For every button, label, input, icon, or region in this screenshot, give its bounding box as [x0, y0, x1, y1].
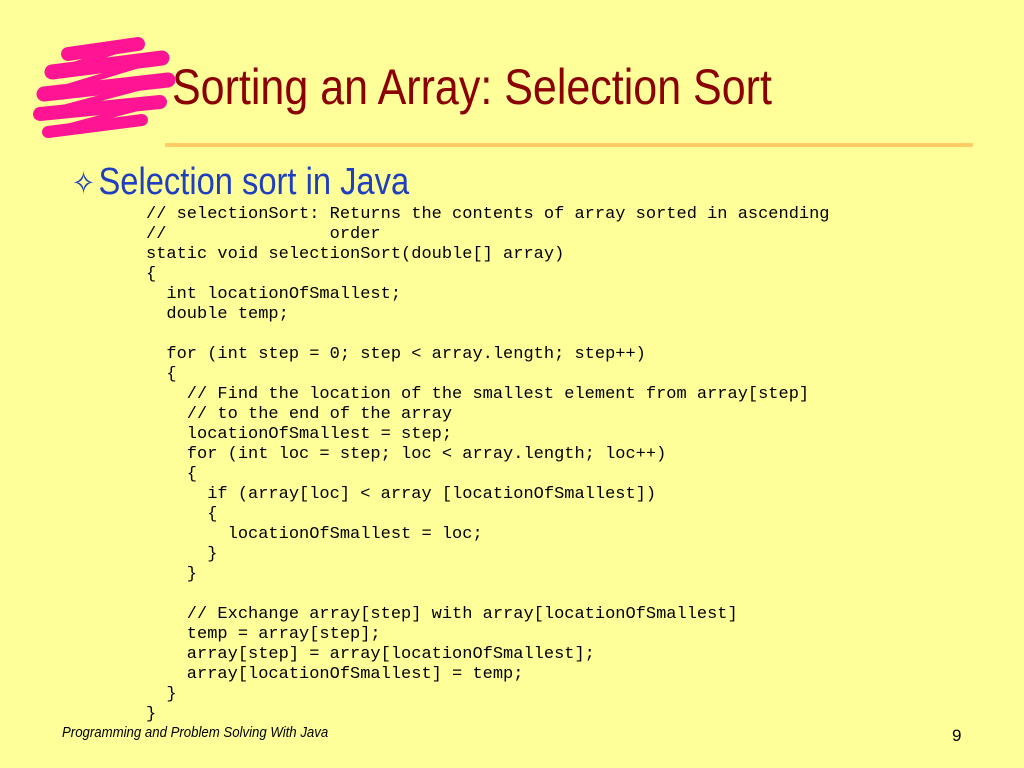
- code-line: }: [146, 705, 157, 724]
- code-line: for (int step = 0; step < array.length; …: [146, 345, 646, 364]
- code-line: // selectionSort: Returns the contents o…: [146, 205, 830, 224]
- code-line: locationOfSmallest = loc;: [146, 525, 483, 544]
- code-line: if (array[loc] < array [locationOfSmalle…: [146, 485, 657, 504]
- code-line: // to the end of the array: [146, 405, 453, 424]
- four-point-star-outline-icon: ✧: [72, 165, 96, 201]
- code-line: }: [146, 565, 198, 584]
- code-line: double temp;: [146, 305, 289, 324]
- code-line: [146, 325, 830, 345]
- code-line: static void selectionSort(double[] array…: [146, 245, 565, 264]
- code-line: // Find the location of the smallest ele…: [146, 385, 810, 404]
- code-line: {: [146, 265, 157, 284]
- page-number: 9: [952, 726, 962, 745]
- code-line: for (int loc = step; loc < array.length;…: [146, 445, 667, 464]
- code-line: {: [146, 365, 177, 384]
- code-block: // selectionSort: Returns the contents o…: [146, 205, 830, 725]
- code-line: // order: [146, 225, 381, 244]
- scribble-logo-icon: [33, 37, 175, 138]
- code-line: locationOfSmallest = step;: [146, 425, 453, 444]
- code-line: array[locationOfSmallest] = temp;: [146, 665, 524, 684]
- slide-title: Sorting an Array: Selection Sort: [172, 59, 772, 115]
- code-line: {: [146, 465, 198, 484]
- code-line: // Exchange array[step] with array[locat…: [146, 605, 738, 624]
- code-line: {: [146, 505, 218, 524]
- bullet-item: ✧Selection sort in Java: [72, 163, 409, 201]
- code-line: [146, 585, 830, 605]
- code-line: int locationOfSmallest;: [146, 285, 402, 304]
- code-line: temp = array[step];: [146, 625, 381, 644]
- code-line: }: [146, 685, 177, 704]
- slide-footer: Programming and Problem Solving With Jav…: [62, 724, 329, 741]
- code-line: array[step] = array[locationOfSmallest];: [146, 645, 595, 664]
- code-line: }: [146, 545, 218, 564]
- bullet-text: Selection sort in Java: [98, 161, 410, 203]
- title-divider: [165, 143, 973, 147]
